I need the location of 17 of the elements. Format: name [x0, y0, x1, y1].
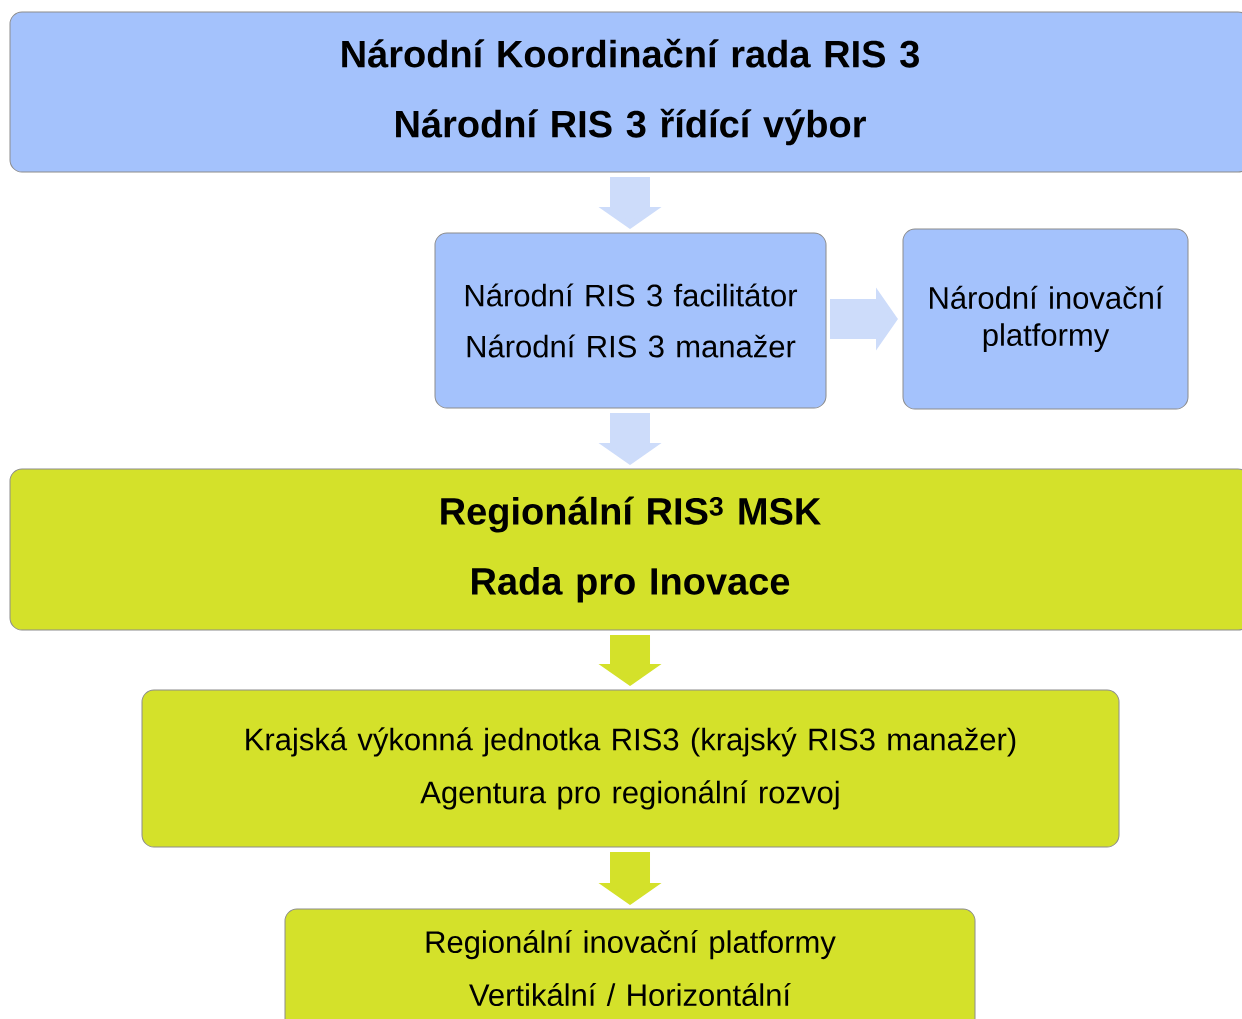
box	[434, 232, 827, 409]
node-label: Rada pro Inovace	[472, 566, 790, 603]
node-label: Krajská výkonná jednotka RIS3 (krajský RIS3 manažer)	[246, 727, 1016, 757]
node-label: Národní RIS 3 facilitátor	[465, 283, 798, 307]
node-label: Národní RIS 3 manažer	[467, 334, 796, 358]
node-label: Národní Koordinační rada RIS 3	[342, 38, 919, 68]
node-label: Národní RIS 3 řídící výbor	[396, 108, 866, 146]
box	[9, 468, 1242, 631]
node-label: Regionální inovační platformy	[426, 929, 836, 960]
box	[9, 11, 1242, 173]
box	[284, 908, 976, 1019]
node-label: Agentura pro regionální rozvoj	[420, 780, 839, 810]
node-label: Vertikální / Horizontální	[469, 982, 791, 1007]
box	[141, 689, 1120, 848]
node-label: Regionální RIS$^{3}$ MSK	[441, 496, 821, 533]
box	[902, 228, 1189, 410]
node-label: Národní inovační platformy	[930, 285, 1164, 353]
